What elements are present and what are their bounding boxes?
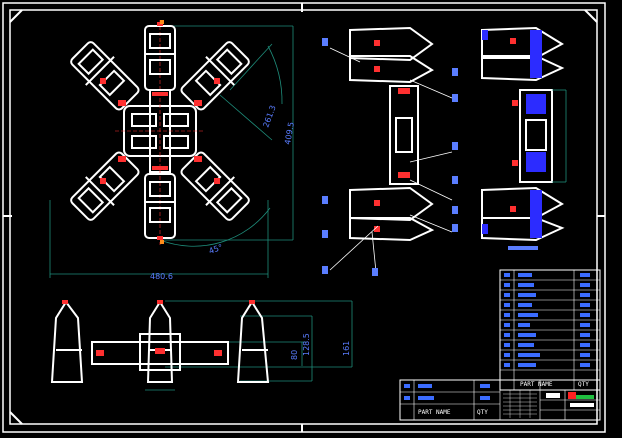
front-view-height-dim-b: 128.5 xyxy=(302,333,311,356)
side-view-balloon-marks xyxy=(322,38,458,276)
top-view: 480.6 261.3 409.5 45° xyxy=(49,20,296,281)
side-view-fastener-marks xyxy=(374,40,410,232)
title-block-logo-mark xyxy=(546,393,560,398)
outer-border xyxy=(2,2,606,433)
top-view-radius-dim-b: 409.5 xyxy=(283,121,296,145)
front-view-robot xyxy=(50,300,270,383)
title-block-header-qty: QTY xyxy=(477,409,488,416)
front-view: 80 128.5 161 xyxy=(50,300,353,391)
title-block-red-mark xyxy=(568,392,576,399)
side-view xyxy=(322,26,458,276)
side-view-leaders xyxy=(329,47,453,273)
top-view-dimension-lines xyxy=(49,25,294,278)
parts-list-header-qty: QTY xyxy=(578,381,589,388)
side-view-robot xyxy=(349,26,435,242)
section-view-servo-fill xyxy=(482,30,546,238)
top-view-fastener-marks xyxy=(100,22,220,240)
front-view-fastener-marks xyxy=(62,300,255,356)
top-view-radius-dim-a: 261.3 xyxy=(261,104,277,129)
title-block-revision-grid xyxy=(503,390,537,418)
parts-list-row-marks xyxy=(504,273,590,367)
top-view-width-dim: 480.6 xyxy=(150,272,173,281)
title-block-sheet-mark xyxy=(570,403,594,407)
section-view xyxy=(481,26,567,250)
front-view-dimension-lines xyxy=(145,300,353,391)
section-view-dimension-lines xyxy=(552,89,567,183)
title-block-row-marks xyxy=(404,384,490,400)
title-block: PART NAME QTY xyxy=(399,379,601,421)
front-view-height-dim-a: 80 xyxy=(290,350,299,360)
section-view-label-mark xyxy=(508,246,538,250)
parts-list-table: PART NAME QTY xyxy=(499,269,601,391)
top-view-origin-marks xyxy=(160,20,164,244)
centring-marks xyxy=(3,3,605,432)
section-view-robot xyxy=(481,26,565,242)
title-block-header-name: PART NAME xyxy=(418,409,451,416)
parts-list-header-name: PART NAME xyxy=(520,381,553,388)
front-view-height-dim-c: 161 xyxy=(342,341,351,356)
section-view-fastener-marks xyxy=(510,38,518,212)
title-block-green-mark xyxy=(576,395,594,399)
